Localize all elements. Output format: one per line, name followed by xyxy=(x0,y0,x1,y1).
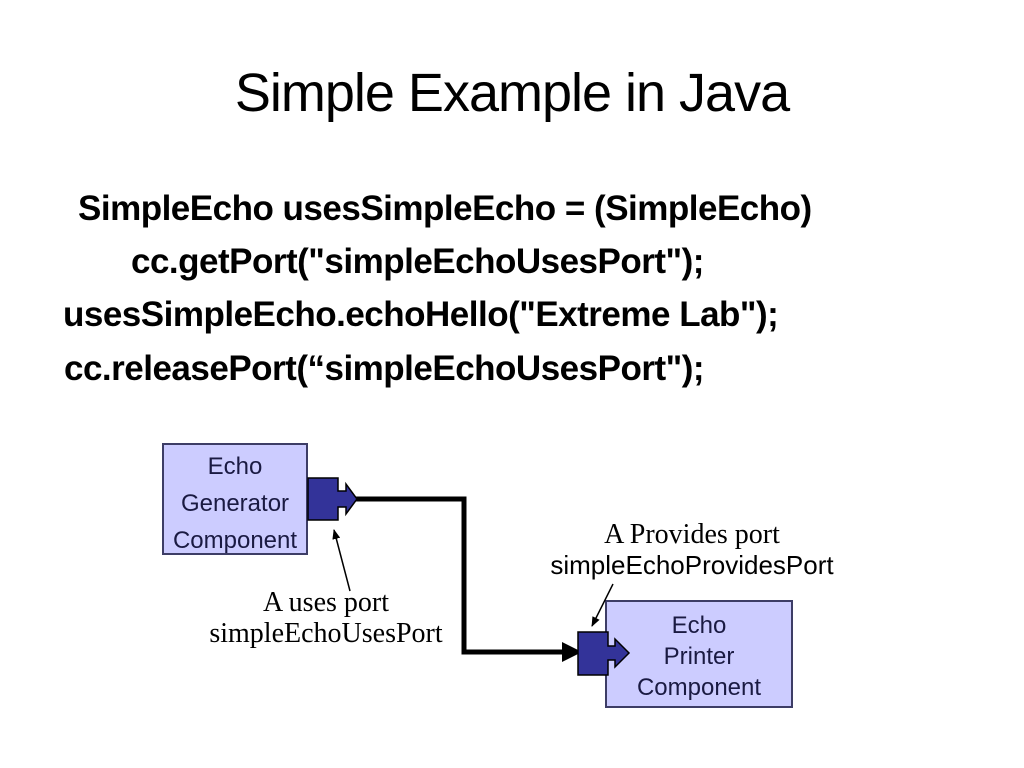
generator-box-line-2: Generator xyxy=(180,490,290,517)
code-line-2: cc.getPort("simpleEchoUsesPort"); xyxy=(131,242,704,281)
connector-arrowhead-icon xyxy=(562,642,582,662)
provides-port-annotation: A Provides port simpleEchoProvidesPort xyxy=(540,519,844,581)
uses-port-annotation-line-1: A uses port xyxy=(263,587,389,618)
uses-port-annotation: A uses port simpleEchoUsesPort xyxy=(186,587,466,649)
printer-box-line-1: Echo xyxy=(671,612,727,639)
code-line-4: cc.releasePort(“simpleEchoUsesPort"); xyxy=(64,349,705,388)
uses-annotation-arrow-icon xyxy=(332,529,351,592)
code-line-3: usesSimpleEcho.echoHello("Extreme Lab"); xyxy=(63,295,779,334)
slide-title: Simple Example in Java xyxy=(234,63,790,123)
uses-port-icon xyxy=(307,477,358,521)
echo-printer-component-box: Echo Printer Component xyxy=(605,600,793,708)
generator-box-line-3: Component xyxy=(172,527,298,554)
generator-box-line-1: Echo xyxy=(207,453,263,480)
printer-box-line-2: Printer xyxy=(663,643,735,670)
provides-port-annotation-line-1: A Provides port xyxy=(604,519,780,550)
echo-generator-component-box: Echo Generator Component xyxy=(162,443,308,555)
code-line-1: SimpleEcho usesSimpleEcho = (SimpleEcho) xyxy=(78,189,812,228)
printer-box-line-3: Component xyxy=(636,674,762,701)
uses-port-annotation-line-2: simpleEchoUsesPort xyxy=(209,618,443,649)
provides-port-annotation-line-2: simpleEchoProvidesPort xyxy=(550,550,834,580)
